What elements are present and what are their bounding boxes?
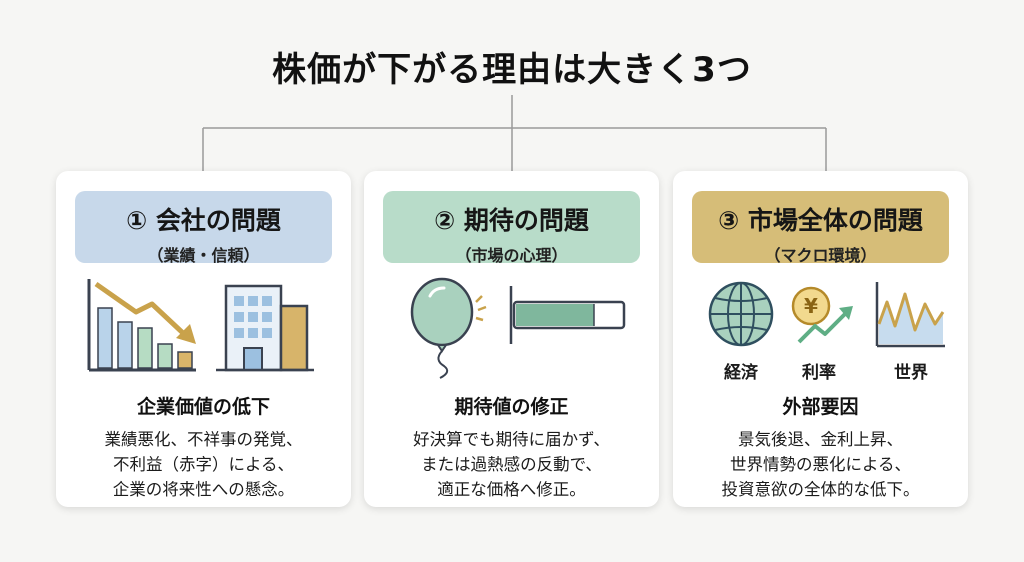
icon-label-world: 世界 — [894, 363, 928, 383]
desc-line: 世界情勢の悪化による、 — [729, 455, 911, 474]
card-title: ② 期待の問題 — [434, 206, 589, 235]
card-title: ① 会社の問題 — [126, 206, 281, 235]
progress-bar-icon — [509, 286, 626, 344]
card-title: ③ 市場全体の問題 — [718, 206, 923, 235]
desc-line: 企業の将来性への懸念。 — [112, 480, 295, 499]
card-heading: 期待値の修正 — [454, 396, 569, 418]
card-description: 業績悪化、不祥事の発覚、 不利益（赤字）による、 企業の将来性への懸念。 — [56, 427, 351, 502]
card-icons — [87, 279, 314, 372]
card-icons: ¥ — [708, 281, 945, 348]
desc-line: 好決算でも期待に届かず、 — [413, 430, 610, 449]
card-banner: ② 期待の問題 （市場の心理） — [383, 191, 640, 265]
card-description: 景気後退、金利上昇、 世界情勢の悪化による、 投資意欲の全体的な低下。 — [673, 427, 968, 502]
svg-text:¥: ¥ — [804, 294, 818, 318]
desc-line: または過熱感の反動で、 — [421, 455, 602, 474]
desc-line: 業績悪化、不祥事の発覚、 — [104, 430, 303, 449]
card-banner: ③ 市場全体の問題 （マクロ環境） — [692, 191, 949, 265]
desc-line: 投資意欲の全体的な低下。 — [721, 480, 920, 499]
card-heading: 企業価値の低下 — [136, 396, 270, 418]
card-subtitle: （マクロ環境） — [764, 246, 877, 265]
yen-rate-icon: ¥ — [791, 286, 853, 344]
declining-bar-chart-icon — [87, 279, 196, 372]
card-expectation-problem: ② 期待の問題 （市場の心理） 期待値の修正 好決算でも期待に届かず、 または過… — [364, 171, 659, 507]
icon-label-economy: 経済 — [724, 363, 758, 383]
card-market-problem: ③ 市場全体の問題 （マクロ環境） ¥ 経済 利率 世界 外部要因 景気後退、金… — [673, 171, 968, 507]
card-description: 好決算でも期待に届かず、 または過熱感の反動で、 適正な価格へ修正。 — [364, 427, 659, 502]
card-heading: 外部要因 — [782, 396, 859, 418]
card-company-problem: ① 会社の問題 （業績・信頼） — [56, 171, 351, 507]
office-building-icon — [216, 284, 314, 372]
desc-line: 景気後退、金利上昇、 — [738, 430, 903, 449]
desc-line: 適正な価格へ修正。 — [437, 480, 586, 499]
desc-line: 不利益（赤字）による、 — [112, 455, 294, 474]
page-title: 株価が下がる理由は大きく3つ — [272, 50, 752, 90]
deflating-balloon-icon — [410, 277, 487, 379]
card-subtitle: （業績・信頼） — [147, 246, 260, 265]
world-chart-icon — [875, 282, 945, 348]
globe-icon — [708, 281, 774, 347]
card-icons — [410, 277, 626, 379]
icon-label-interest-rate: 利率 — [802, 363, 836, 383]
card-banner: ① 会社の問題 （業績・信頼） — [75, 191, 332, 265]
card-subtitle: （市場の心理） — [455, 246, 568, 265]
